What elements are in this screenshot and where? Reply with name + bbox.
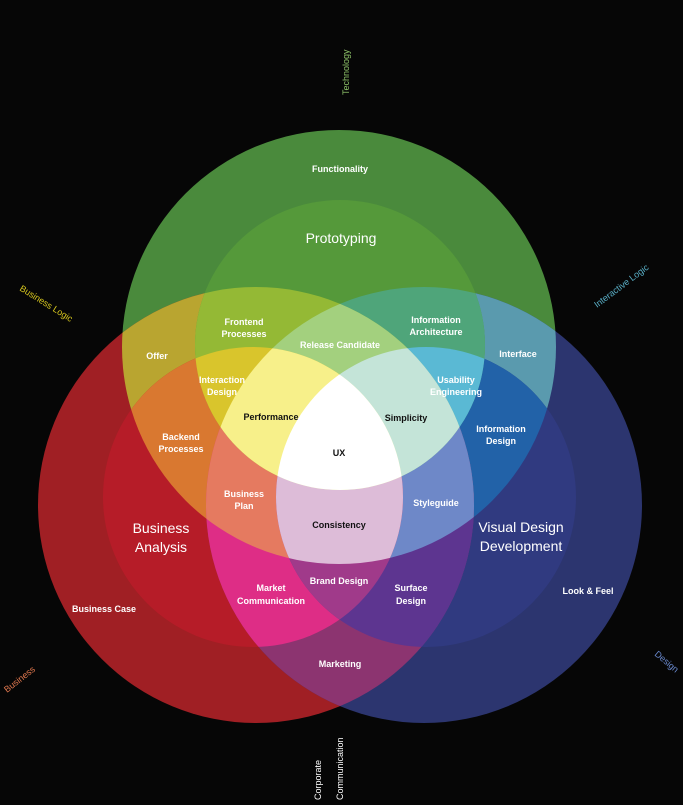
label-business: Business: [133, 520, 190, 536]
axis-label-corporate: Corporate: [313, 760, 323, 800]
label-look-feel: Look & Feel: [562, 586, 613, 596]
axis-label-interactive-logic: Interactive Logic: [592, 262, 651, 310]
label-business-plan-2: Plan: [234, 501, 253, 511]
region-clip: [206, 347, 403, 490]
region-clip: [276, 347, 474, 490]
region-clip: [276, 347, 474, 490]
region-clip: [276, 347, 474, 564]
label-backend-1: Backend: [162, 432, 200, 442]
label-development: Development: [480, 538, 563, 554]
label-surface-2: Design: [396, 596, 426, 606]
axis-label-design: Design: [653, 649, 681, 675]
region-clip: [206, 347, 403, 564]
label-functionality: Functionality: [312, 164, 368, 174]
region-clip: [206, 347, 403, 490]
axis-label-technology: Technology: [341, 49, 351, 95]
label-ux: UX: [333, 448, 346, 458]
label-market-1: Market: [256, 583, 285, 593]
label-interaction-2: Design: [207, 387, 237, 397]
axis-label-communication: Communication: [335, 737, 345, 800]
region-clip: [206, 347, 403, 564]
label-frontend-2: Processes: [221, 329, 266, 339]
region-clip: [276, 347, 474, 564]
label-brand-design: Brand Design: [310, 576, 369, 586]
label-frontend-1: Frontend: [225, 317, 264, 327]
label-prototyping: Prototyping: [306, 230, 377, 246]
label-interface: Interface: [499, 349, 537, 359]
axis-label-business-logic: Business Logic: [18, 283, 75, 324]
label-info-design-2: Design: [486, 436, 516, 446]
label-visual-design: Visual Design: [478, 519, 563, 535]
label-simplicity: Simplicity: [385, 413, 428, 423]
label-market-2: Communication: [237, 596, 305, 606]
label-info-arch-1: Information: [411, 315, 461, 325]
label-business-case: Business Case: [72, 604, 136, 614]
label-interaction-1: Interaction: [199, 375, 245, 385]
label-info-design-1: Information: [476, 424, 526, 434]
label-usability-1: Usability: [437, 375, 475, 385]
label-offer: Offer: [146, 351, 168, 361]
venn-region-112: [276, 347, 474, 564]
label-usability-2: Engineering: [430, 387, 482, 397]
label-release-candidate: Release Candidate: [300, 340, 380, 350]
label-business-plan-1: Business: [224, 489, 264, 499]
label-info-arch-2: Architecture: [409, 327, 462, 337]
axis-label-business: Business: [2, 664, 37, 695]
label-performance: Performance: [243, 412, 298, 422]
label-analysis: Analysis: [135, 539, 187, 555]
label-backend-2: Processes: [158, 444, 203, 454]
label-marketing: Marketing: [319, 659, 362, 669]
label-consistency: Consistency: [312, 520, 366, 530]
venn-region-221: [206, 347, 403, 490]
venn-regions: [38, 130, 642, 723]
label-surface-1: Surface: [394, 583, 427, 593]
label-styleguide: Styleguide: [413, 498, 459, 508]
venn-region-212: [276, 347, 474, 490]
region-labels: Functionality Prototyping Frontend Proce…: [72, 164, 614, 669]
venn-region-121: [206, 347, 403, 564]
